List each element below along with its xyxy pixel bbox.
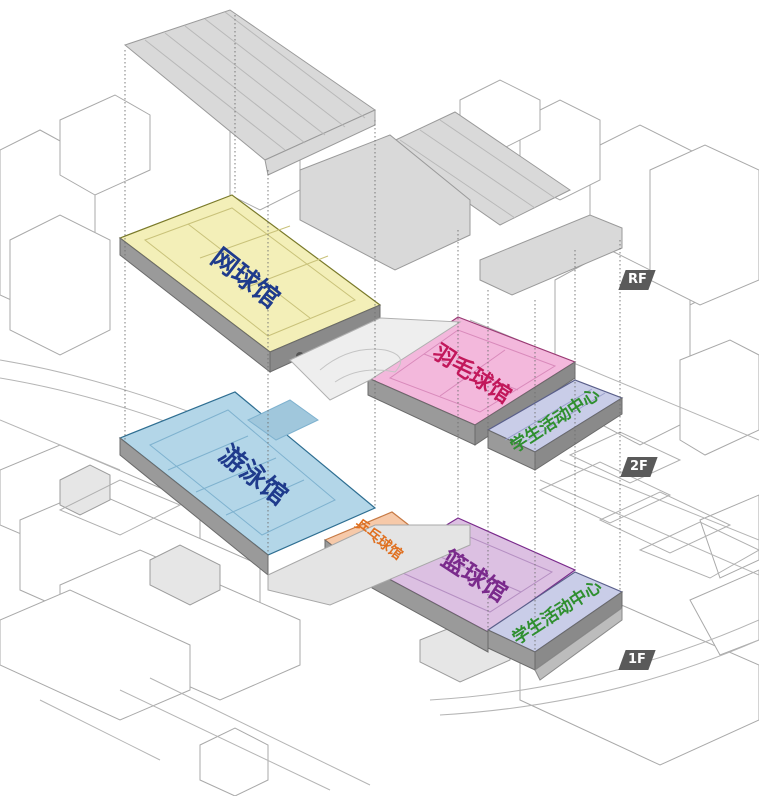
alignment-lines xyxy=(124,15,621,650)
swimming-hall xyxy=(118,391,377,577)
roof-structures xyxy=(123,9,623,296)
central-plaza xyxy=(289,317,462,401)
tennis-hall xyxy=(118,194,382,374)
ground-plate xyxy=(267,524,623,681)
activity-center-upper xyxy=(486,379,624,471)
outdoor-courts xyxy=(58,431,759,579)
context-buildings xyxy=(0,79,759,796)
